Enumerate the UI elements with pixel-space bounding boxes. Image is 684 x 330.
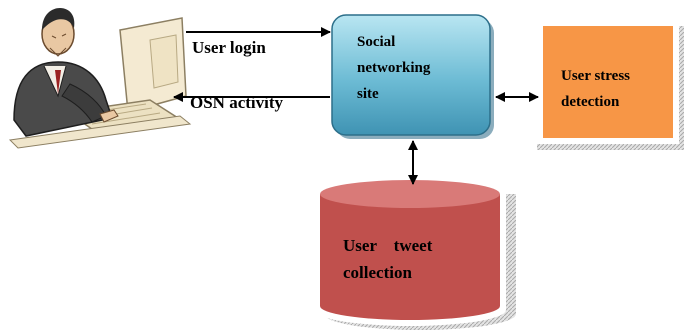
tweet-label-line-2: collection	[343, 263, 412, 282]
user-login-label: User login	[192, 38, 266, 57]
user-tweet-collection-node: User tweet collection	[320, 180, 516, 330]
user-stress-detection-node: User stress detection	[537, 20, 684, 150]
svg-text:Social networking: Social networking site	[357, 34, 434, 102]
svg-text:User stress detection: User stress detection	[561, 68, 634, 110]
user-at-computer-icon	[8, 8, 192, 149]
site-label-line-3: site	[357, 86, 379, 102]
site-label-line-2: networking	[357, 60, 431, 76]
social-networking-site-node: Social networking site	[331, 14, 494, 139]
tweet-label-line-1: User tweet	[343, 236, 433, 255]
site-label-line-1: Social	[357, 34, 395, 50]
svg-text:User tweet collection: User tweet collection	[343, 236, 433, 282]
stress-label-line-1: User stress	[561, 68, 630, 84]
stress-label-line-2: detection	[561, 94, 620, 110]
osn-activity-label: OSN activity	[190, 93, 284, 112]
